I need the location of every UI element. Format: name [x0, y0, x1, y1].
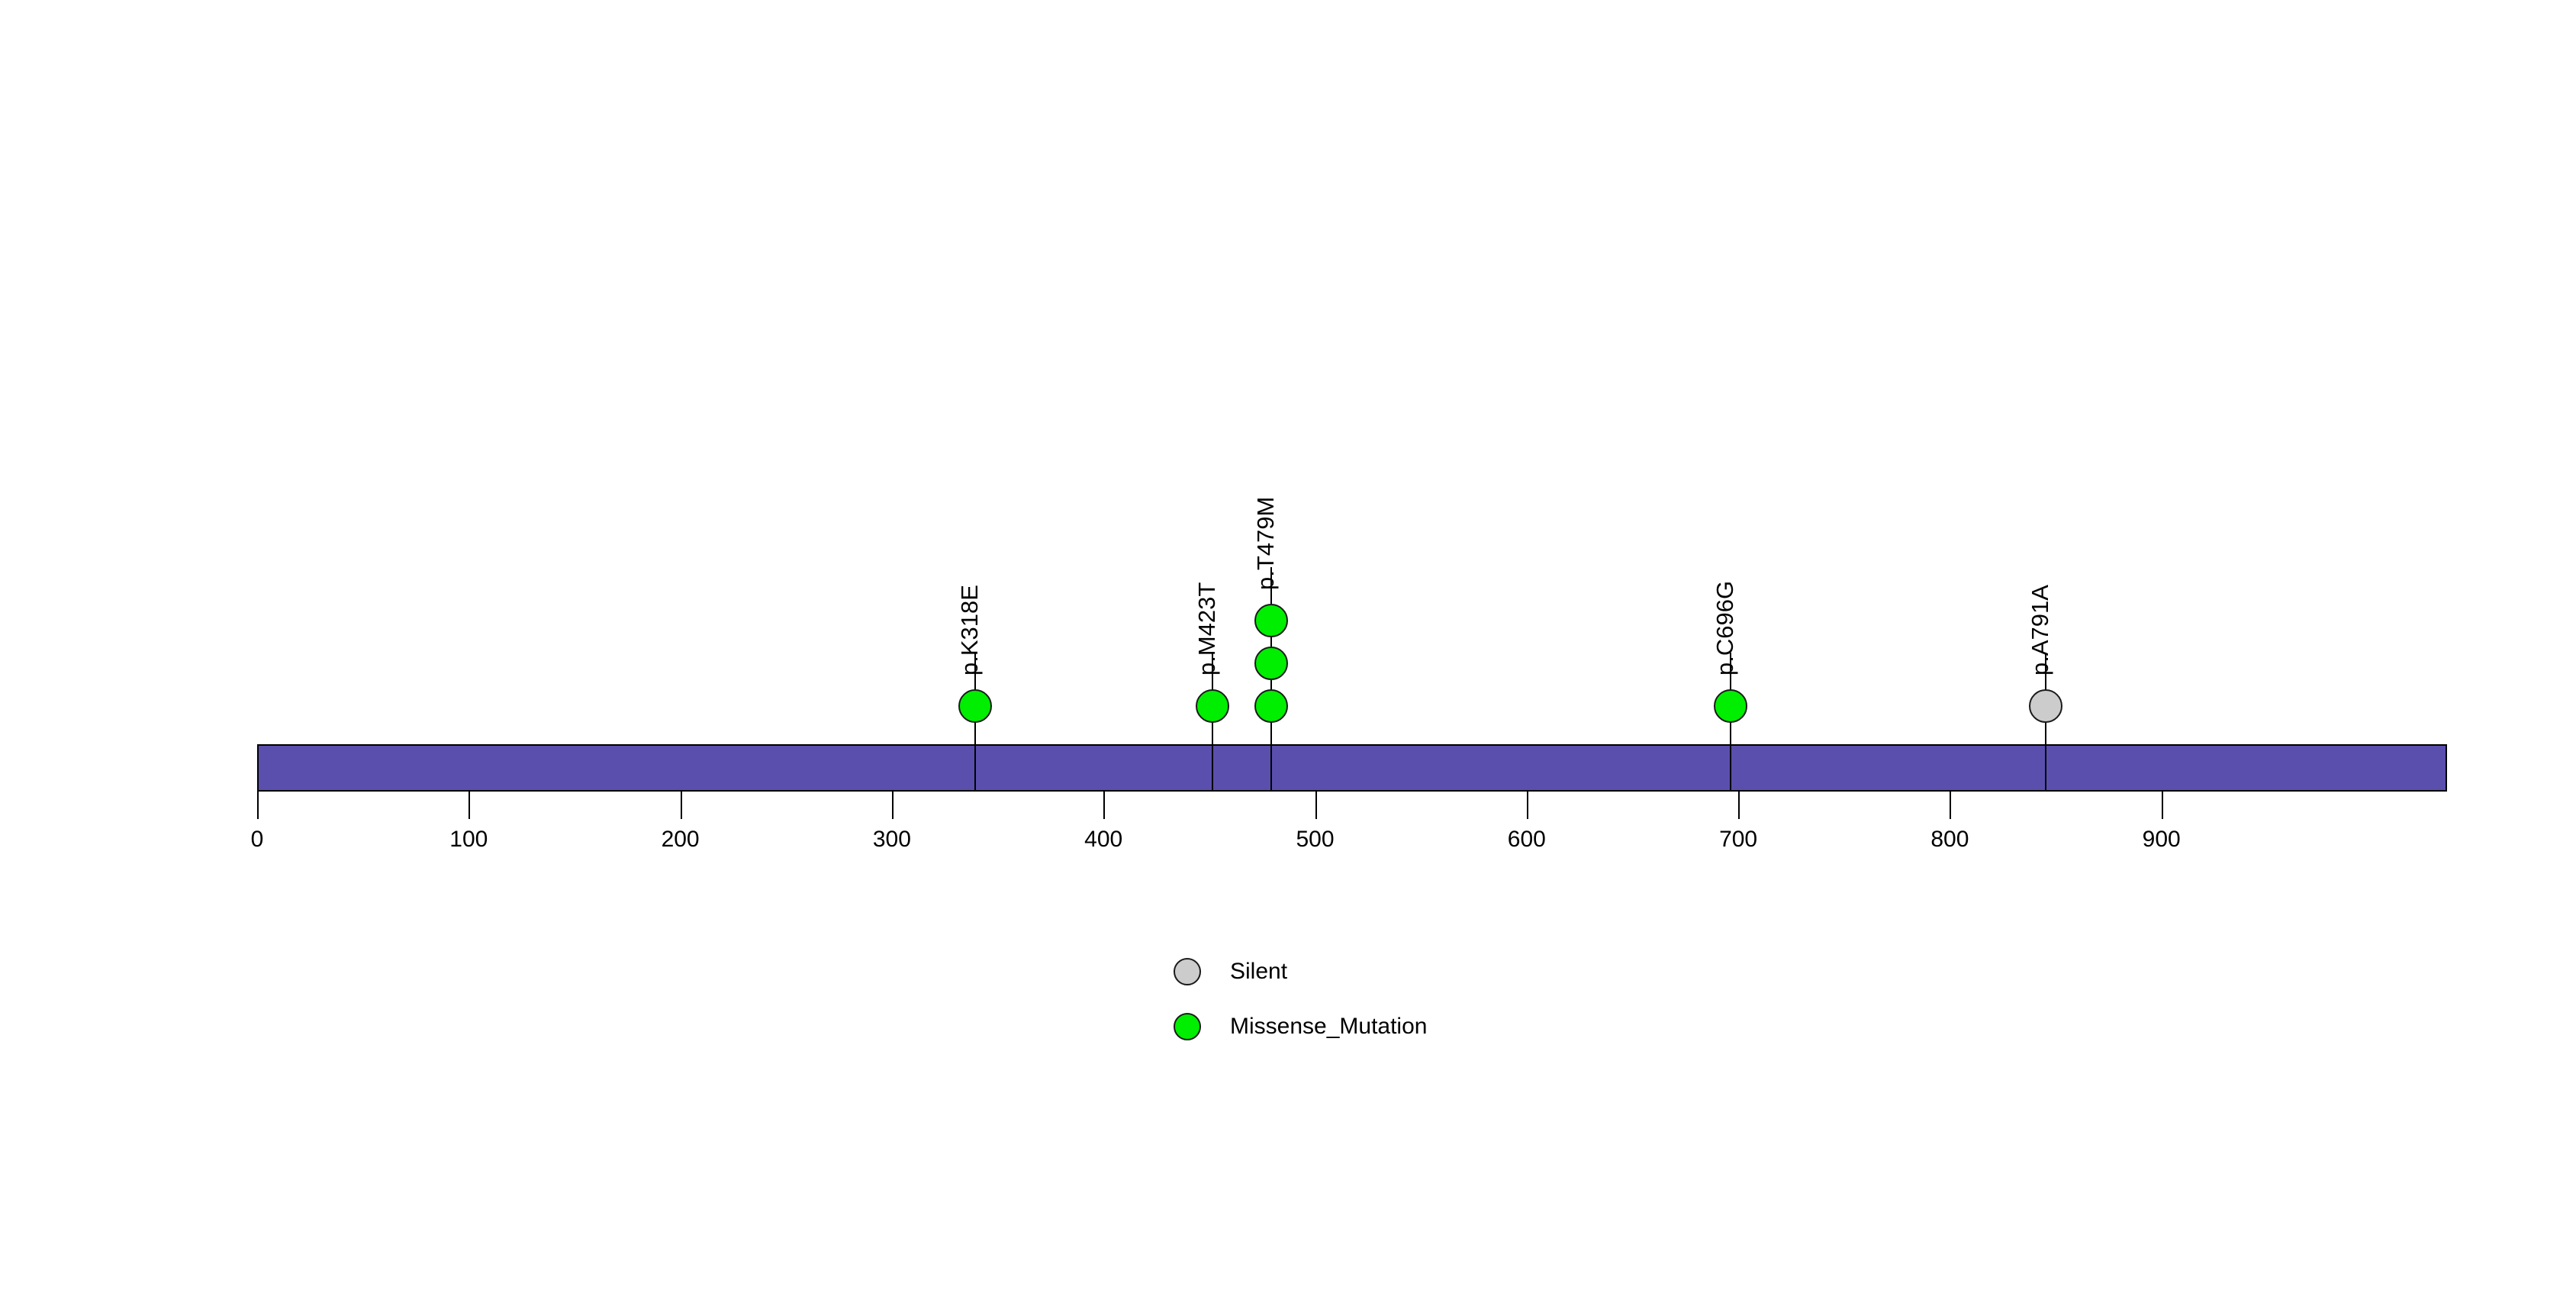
axis-tick-label: 200 — [661, 827, 700, 852]
lollipop-dot[interactable] — [1254, 689, 1289, 723]
axis-tick — [257, 792, 259, 819]
legend-label: Silent — [1230, 959, 1288, 984]
protein-backbone-bar — [257, 744, 2448, 792]
lollipop-dot[interactable] — [1714, 689, 1747, 723]
legend-swatch-icon — [1174, 958, 1201, 985]
axis-tick — [1950, 792, 1952, 819]
axis-tick — [680, 792, 682, 819]
lollipop-dot[interactable] — [2029, 689, 2063, 723]
axis-tick-label: 300 — [872, 827, 911, 852]
axis-tick — [2161, 792, 2163, 819]
legend-item[interactable]: Missense_Mutation — [1174, 1013, 1427, 1040]
axis-tick — [1103, 792, 1106, 819]
mutation-label: p.A791A — [2027, 585, 2054, 676]
axis-tick-label: 400 — [1084, 827, 1123, 852]
axis-tick-label: 100 — [449, 827, 488, 852]
mutation-label: p.T479M — [1252, 496, 1280, 590]
legend-swatch-icon — [1174, 1013, 1201, 1040]
axis-tick-label: 600 — [1507, 827, 1546, 852]
mutation-label: p.C696G — [1711, 580, 1738, 676]
axis-tick — [469, 792, 471, 819]
axis-tick-label: 900 — [2142, 827, 2181, 852]
axis-tick — [1526, 792, 1528, 819]
axis-tick — [1738, 792, 1740, 819]
lollipop-dot[interactable] — [958, 689, 993, 723]
mutation-label: p.K318E — [956, 585, 984, 676]
lollipop-dot[interactable] — [1254, 647, 1289, 680]
legend-label: Missense_Mutation — [1230, 1014, 1428, 1039]
axis-tick — [1315, 792, 1317, 819]
axis-tick-label: 700 — [1719, 827, 1758, 852]
lollipop-dot[interactable] — [1195, 689, 1229, 723]
axis-tick-label: 500 — [1296, 827, 1335, 852]
mutation-label: p.M423T — [1193, 582, 1220, 676]
axis-tick-label: 800 — [1930, 827, 1969, 852]
lollipop-dot[interactable] — [1254, 604, 1289, 637]
legend-item[interactable]: Silent — [1174, 958, 1287, 985]
axis-tick-label: 0 — [250, 827, 264, 852]
axis-tick — [891, 792, 894, 819]
